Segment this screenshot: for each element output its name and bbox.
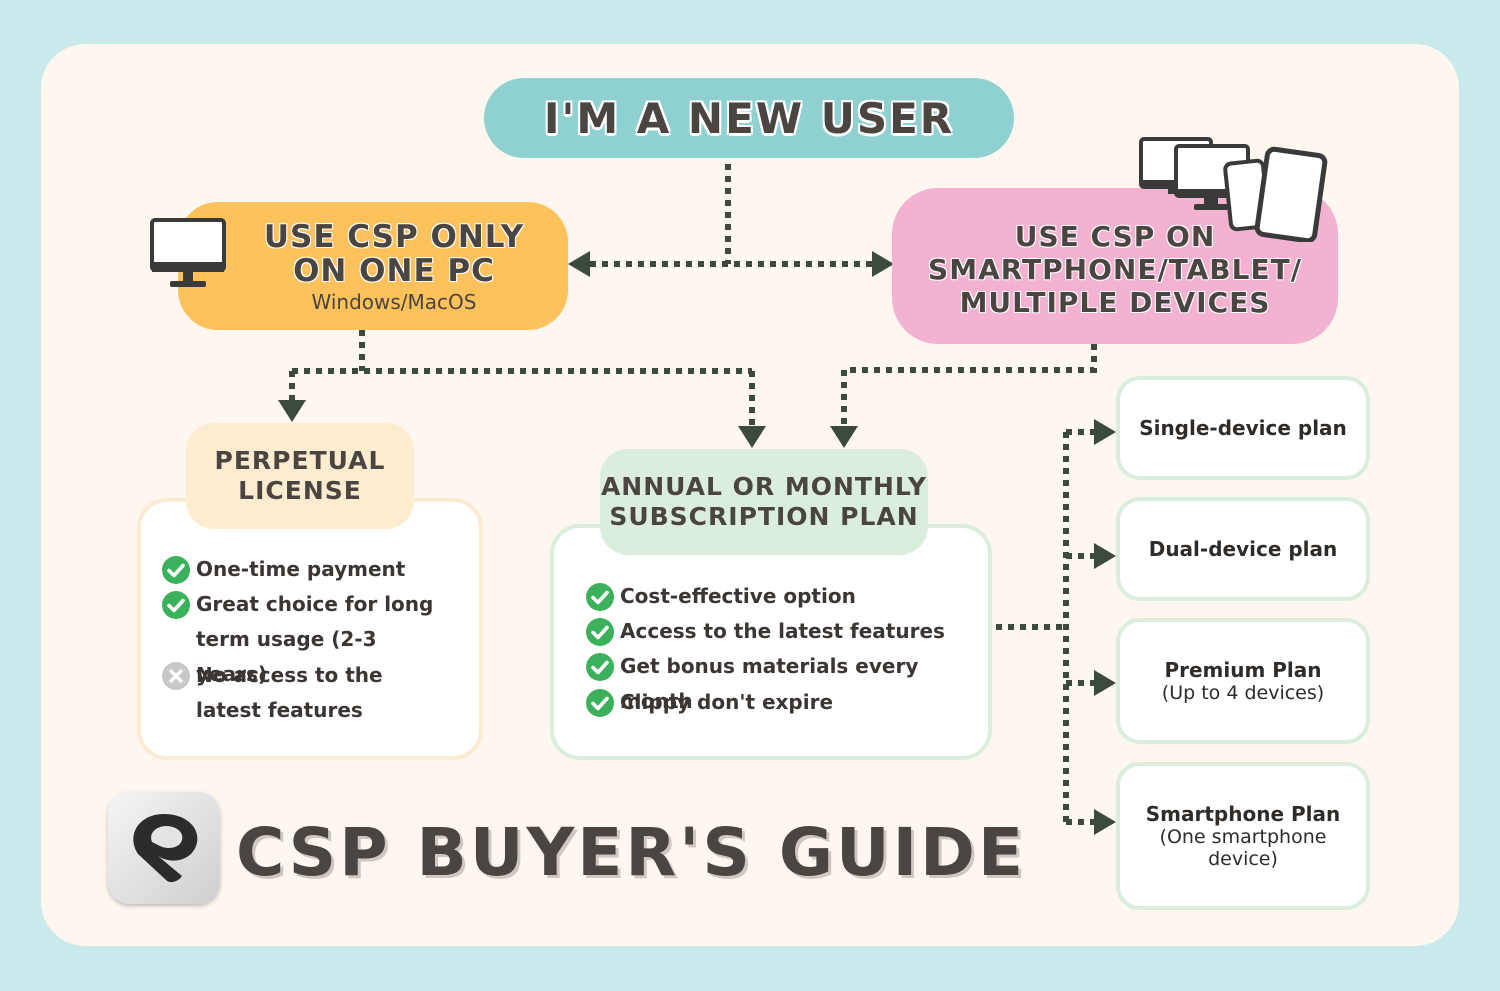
subscription-item-text: Get bonus materials every month [620,654,919,713]
check-icon [162,591,190,619]
perpetual-box [137,498,483,760]
connector-one-pc [289,330,755,426]
arrowhead-plan-1 [1094,419,1116,445]
connector-plan-branches [1066,429,1094,825]
check-icon [586,689,614,717]
perpetual-item: No access to the latest features [162,662,452,728]
plan-card: Dual-device plan [1116,497,1370,601]
plan-card: Single-device plan [1116,376,1370,480]
cross-icon [162,662,190,690]
connector-plans-trunk [996,432,1069,822]
perpetual-item-text: Great choice for long term usage (2-3 ye… [196,592,434,686]
arrowhead-plan-4 [1094,809,1116,835]
arrowhead-plan-3 [1094,670,1116,696]
check-icon [162,556,190,584]
arrowhead-subscription-b [830,426,858,448]
subscription-item: Access to the latest features [586,618,986,649]
plan-name: Smartphone Plan [1145,801,1341,826]
plan-desc: (One smartphone device) [1159,825,1327,870]
connector-multi [841,344,1097,426]
arrowhead-right [872,251,894,277]
csp-logo-icon [133,814,198,883]
check-icon [586,583,614,611]
subscription-title: ANNUAL OR MONTHLY SUBSCRIPTION PLAN [600,449,928,555]
subscription-item-text: Access to the latest features [620,619,945,643]
perpetual-item-text: No access to the latest features [196,663,383,722]
subscription-item: Cost-effective option [586,583,986,614]
csp-logo [108,792,220,904]
subscription-item-text: Cost-effective option [620,584,856,608]
arrowhead-plan-2 [1094,543,1116,569]
subscription-box [550,524,992,760]
one-pc-node: USE CSP ONLY ON ONE PC Windows/MacOS [178,202,568,330]
subscription-item-text: Clippy don't expire [620,690,834,714]
perpetual-item-text: One-time payment [196,557,406,581]
plan-card: Premium Plan (Up to 4 devices) [1116,618,1370,744]
one-pc-label: USE CSP ONLY ON ONE PC [263,219,525,289]
plan-card: Smartphone Plan (One smartphone device) [1116,762,1370,910]
check-icon [586,653,614,681]
perpetual-item: One-time payment [162,556,472,587]
subscription-item: Get bonus materials every month [586,653,986,719]
devices-icon [1139,137,1328,242]
guide-title: CSP BUYER'S GUIDE [236,813,1027,891]
check-icon [586,618,614,646]
plan-name: Single-device plan [1139,415,1347,440]
subscription-item: Clippy don't expire [586,689,986,720]
start-node: I'M A NEW USER [484,78,1014,158]
plan-name: Dual-device plan [1148,536,1338,561]
arrowhead-subscription-a [738,426,766,448]
plan-name: Premium Plan [1164,657,1322,682]
monitor-icon [150,218,226,287]
arrowhead-perpetual [278,400,306,422]
plan-desc: (Up to 4 devices) [1161,681,1325,704]
arrowhead-left [568,251,590,277]
perpetual-item: Great choice for long term usage (2-3 ye… [162,591,452,692]
perpetual-title: PERPETUAL LICENSE [186,423,414,529]
one-pc-sublabel: Windows/MacOS [311,290,477,314]
